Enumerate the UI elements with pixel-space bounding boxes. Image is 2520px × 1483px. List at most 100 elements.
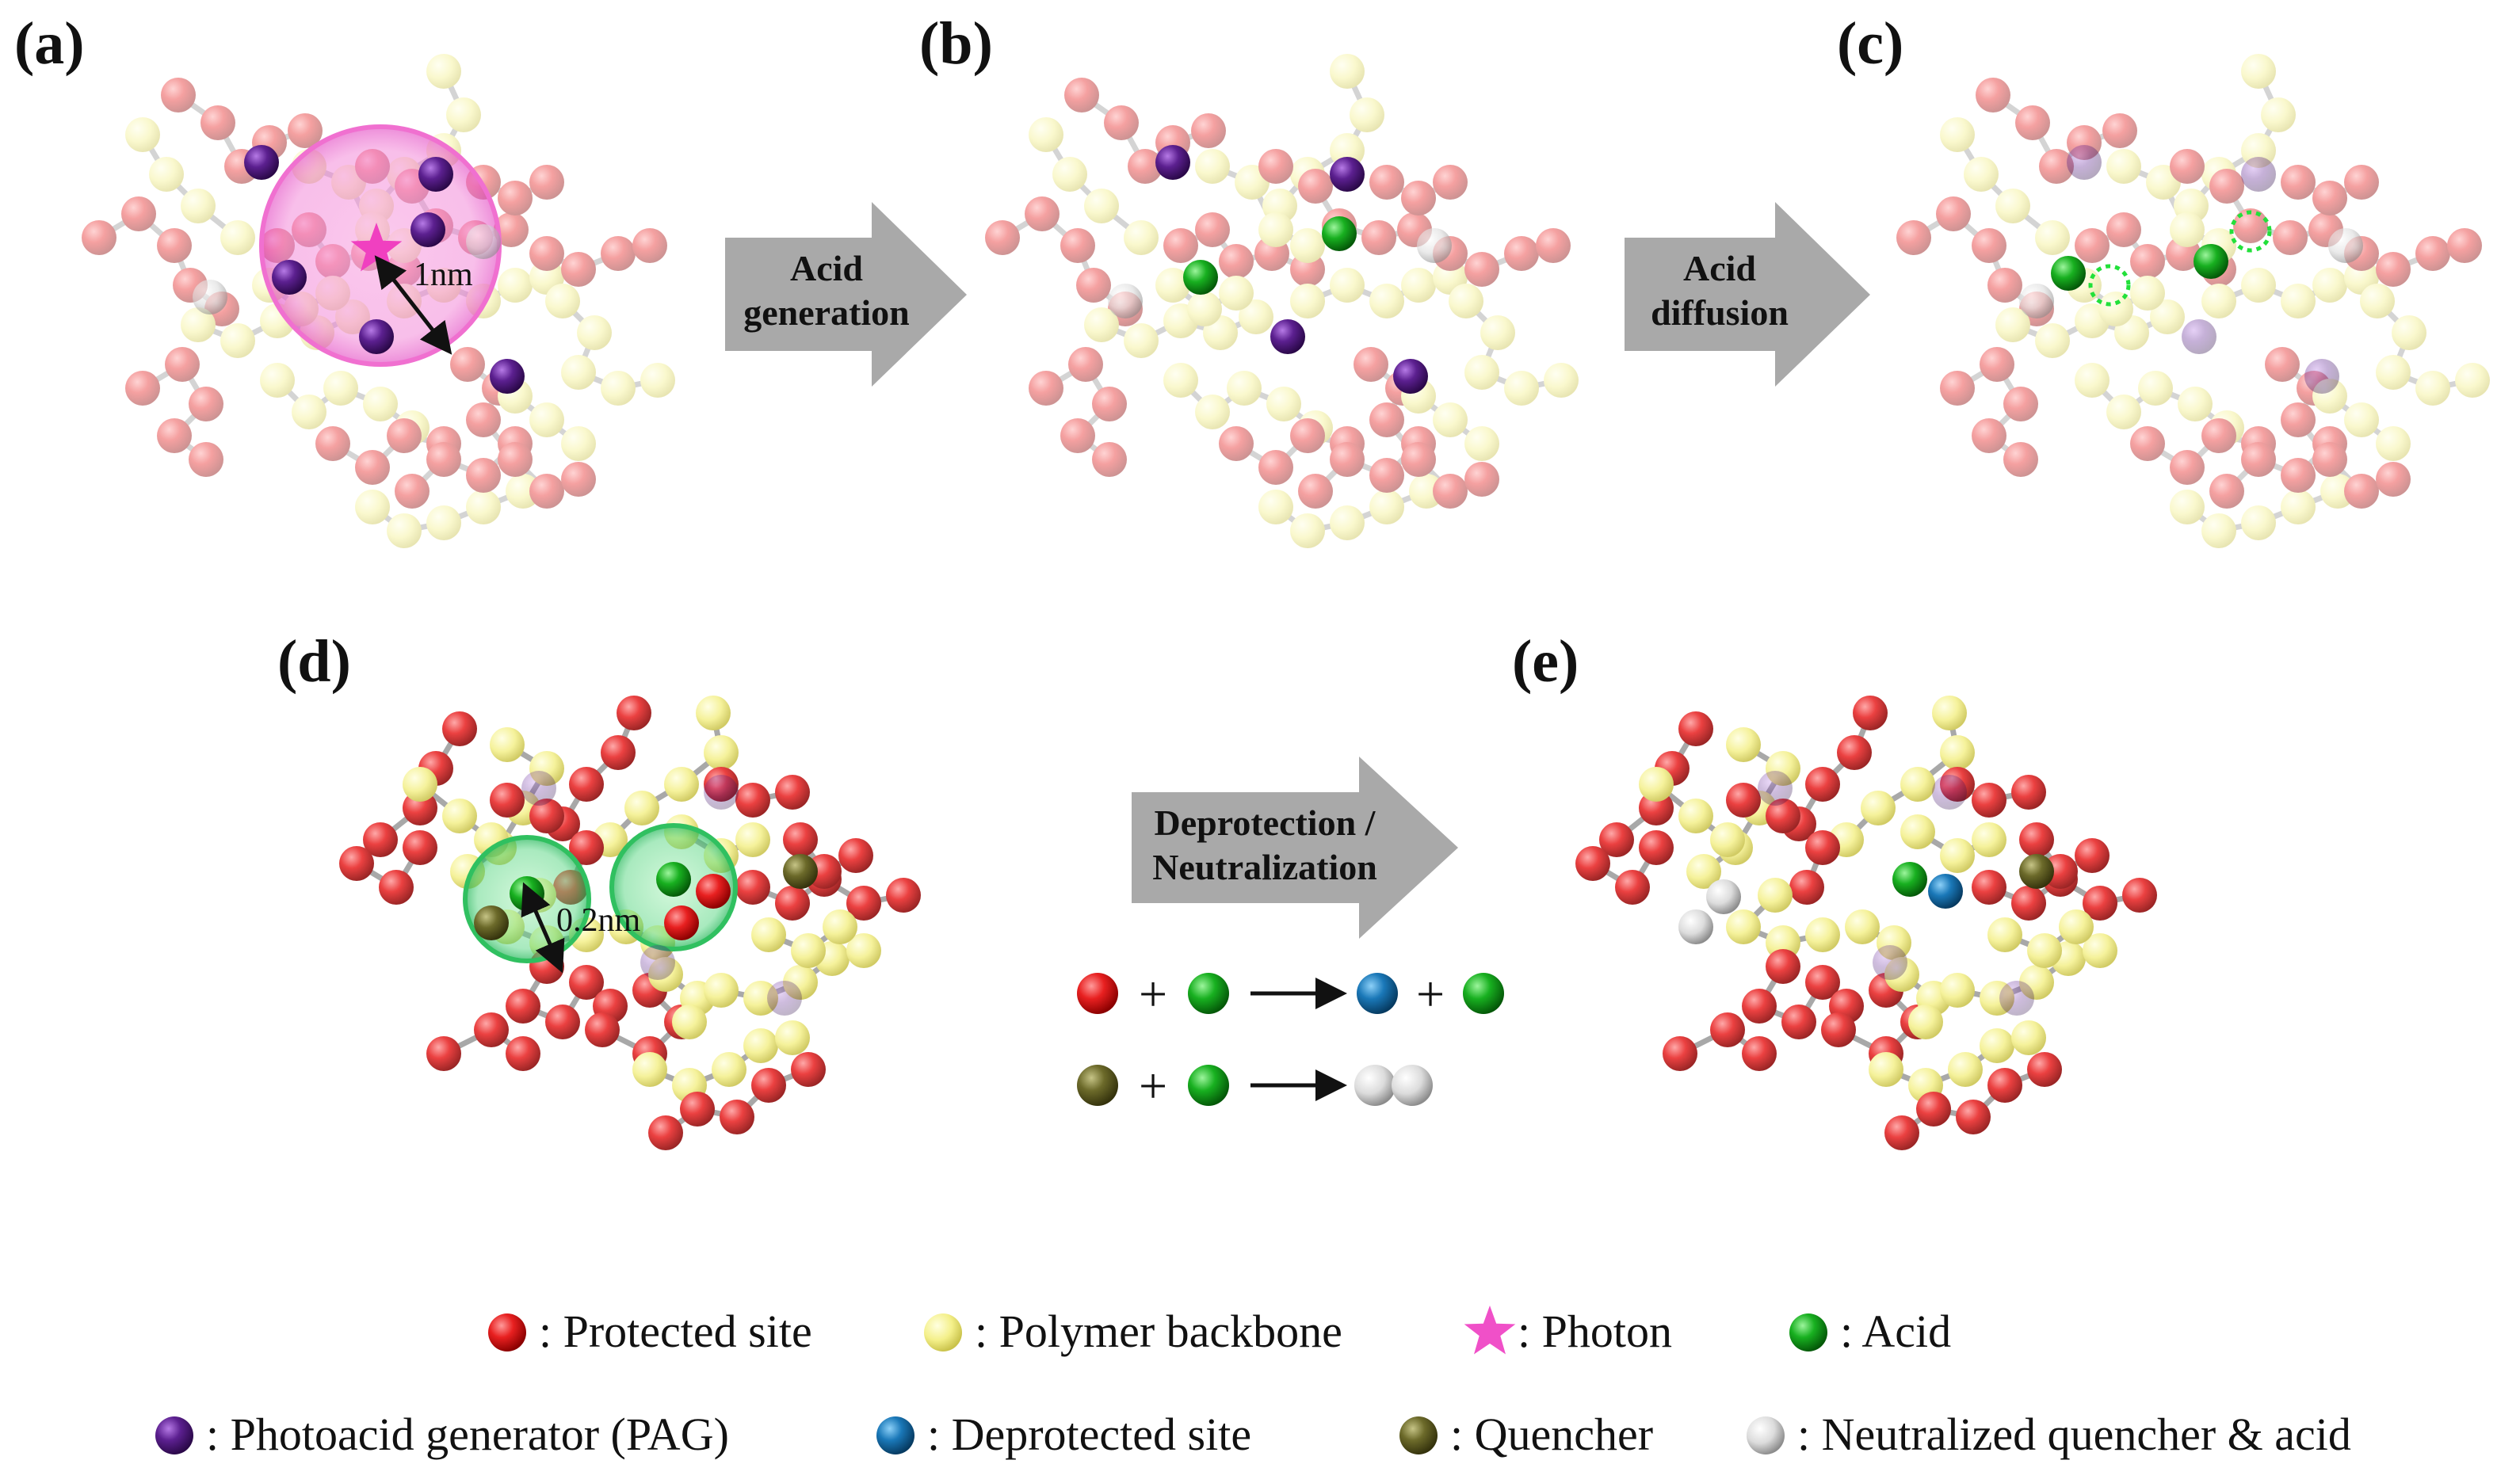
protected-site-sphere [466, 402, 501, 437]
panel-label-c: (c) [1837, 10, 1903, 77]
protected-site-sphere [395, 474, 430, 509]
backbone-sphere [1330, 505, 1365, 540]
backbone-sphere [1686, 854, 1721, 889]
protected-site-sphere [1163, 228, 1198, 263]
pag-sphere [2241, 157, 2276, 192]
backbone-sphere [363, 387, 398, 421]
backbone-sphere [1239, 299, 1273, 334]
backbone-sphere [1900, 814, 1935, 849]
deprotected-site-sphere [1357, 973, 1398, 1014]
cluster-panel-b [985, 54, 1579, 548]
protected-site-sphere [450, 347, 485, 382]
polymer-bond [1043, 133, 1144, 240]
protected-site-sphere [1789, 870, 1824, 905]
neutralized-sphere [1392, 1065, 1433, 1106]
backbone-sphere [2150, 299, 2185, 334]
protected-site-sphere [1575, 846, 1610, 881]
backbone-sphere [2312, 268, 2347, 303]
protected-site-sphere [735, 783, 770, 818]
protected-site-sphere [783, 822, 818, 857]
protected-site-sphere [1361, 220, 1396, 255]
pag-sphere [1270, 319, 1305, 354]
quencher-swatch [1399, 1416, 1438, 1454]
backbone-sphere [791, 933, 826, 968]
protected-site-sphere [2241, 442, 2276, 477]
backbone-sphere [2170, 490, 2205, 524]
protected-site-sphere [751, 1068, 786, 1103]
backbone-sphere [2035, 323, 2070, 358]
backbone-sphere [2281, 284, 2316, 318]
backbone-sphere [446, 97, 481, 132]
protected-site-sphere [2075, 838, 2110, 873]
backbone-sphere [743, 1028, 778, 1063]
backbone-sphere [1940, 735, 1975, 770]
protected-site-swatch [488, 1313, 526, 1351]
backbone-sphere [2281, 490, 2316, 524]
protected-site-sphere [1104, 105, 1139, 140]
polymer-bond [601, 988, 685, 1057]
backbone-sphere [1980, 1028, 2014, 1063]
pag-sphere [2067, 145, 2102, 180]
quencher-sphere [783, 854, 818, 889]
protected-site-sphere [1821, 1012, 1856, 1047]
legend-label: : Neutralized quencher & acid [1797, 1409, 2351, 1460]
protected-site-sphere [2273, 220, 2308, 255]
protected-site-sphere [2281, 458, 2316, 493]
backbone-sphere [181, 189, 216, 223]
protected-site-sphere [161, 78, 196, 112]
panel-label-b: (b) [919, 10, 993, 77]
arrow-label-line2: diffusion [1651, 292, 1789, 333]
legend-item-neutralized: : Neutralized quencher & acid [1747, 1409, 2351, 1460]
protected-site-sphere [2209, 169, 2244, 204]
backbone-sphere [323, 371, 358, 406]
protected-site-sphere [1916, 1092, 1951, 1127]
process-arrow-deprotection-neutralization: Deprotection / Neutralization [1132, 757, 1458, 939]
protected-site-sphere [1766, 799, 1800, 833]
cluster-panel-c [1896, 54, 2490, 548]
backbone-sphere [1480, 315, 1515, 350]
protected-site-sphere [2122, 878, 2157, 913]
backbone-sphere [1401, 268, 1436, 303]
photon-star-icon [350, 223, 403, 272]
protected-site-sphere [1025, 196, 1060, 231]
protected-site-sphere [1896, 220, 1931, 255]
backbone-sphere [2130, 276, 2165, 311]
quencher-sphere [474, 905, 509, 940]
deprotected-site-swatch [876, 1416, 914, 1454]
protected-site-sphere [442, 711, 477, 746]
backbone-sphere [1369, 284, 1404, 318]
polymer-bond [139, 133, 240, 240]
backbone-sphere [712, 1052, 746, 1087]
backbone-sphere [292, 395, 326, 429]
protected-site-sphere [1258, 149, 1293, 184]
backbone-sphere [2455, 363, 2490, 398]
backbone-sphere [846, 933, 881, 968]
backbone-sphere [1464, 426, 1499, 461]
protected-site-sphere [585, 1012, 620, 1047]
protected-site-sphere [2281, 402, 2316, 437]
protected-site-sphere [1060, 418, 1095, 453]
protected-site-sphere [735, 870, 770, 905]
backbone-sphere [1163, 363, 1198, 398]
protected-site-sphere [288, 113, 323, 148]
quencher-sphere [2019, 284, 2054, 318]
pag-sphere [704, 775, 739, 810]
backbone-sphere [1449, 284, 1483, 318]
arrow-label-line2: Neutralization [1152, 847, 1377, 887]
backbone-sphere [1845, 909, 1880, 944]
protected-site-sphere [1972, 228, 2006, 263]
backbone-sphere [2011, 1020, 2046, 1055]
arrow-label-line1: Acid [790, 248, 863, 288]
legend-label: : Polymer backbone [975, 1306, 1342, 1357]
polymer-chains [1575, 696, 2157, 1150]
protected-site-sphere [2376, 252, 2411, 287]
backbone-sphere [1940, 838, 1975, 873]
backbone-sphere [577, 315, 612, 350]
legend-item-quencher: : Quencher [1399, 1409, 1653, 1460]
backbone-sphere [1987, 917, 2022, 952]
pag-swatch [155, 1416, 193, 1454]
backbone-sphere [1330, 268, 1365, 303]
polymer-bond [1740, 893, 1823, 946]
protected-site-sphere [339, 846, 374, 881]
cluster-panel-a: 1nm [82, 54, 675, 548]
